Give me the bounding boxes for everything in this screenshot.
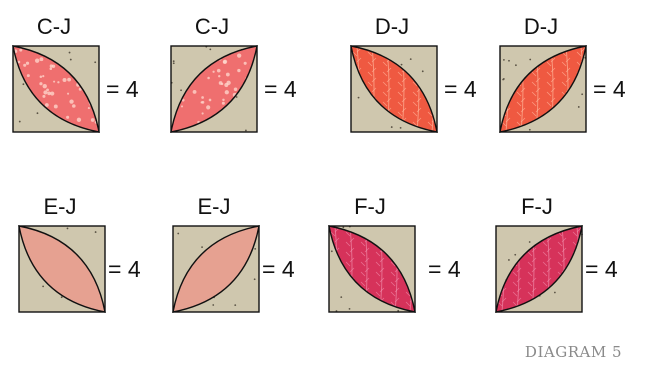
block-label: C-J xyxy=(36,14,72,39)
block-e-j-2: E-J = 4 xyxy=(170,194,320,314)
leaf-shape xyxy=(171,46,257,132)
leaf-shape xyxy=(351,46,437,132)
quilt-block-svg xyxy=(172,225,260,313)
quilt-block-svg xyxy=(18,225,106,313)
block-label: D-J xyxy=(523,14,559,39)
block-f-j-2: F-J = 4 xyxy=(493,194,643,314)
tile-outline xyxy=(328,225,416,313)
quantity-label: = 4 xyxy=(428,256,461,282)
quilt-block-tile xyxy=(18,225,106,313)
block-c-j-2: C-J = 4 xyxy=(168,14,318,134)
quantity-label: = 4 xyxy=(585,256,618,282)
tile-outline xyxy=(350,45,438,133)
quilt-block-tile xyxy=(499,45,587,133)
block-c-j-1: C-J = 4 xyxy=(10,14,160,134)
diagram-caption: DIAGRAM 5 xyxy=(524,343,622,361)
block-f-j-1: F-J = 4 xyxy=(326,194,476,314)
quilt-block-tile xyxy=(170,45,258,133)
quilt-block-tile xyxy=(495,225,583,313)
quilt-block-svg xyxy=(495,225,583,313)
block-d-j-2: D-J = 4 xyxy=(497,14,646,134)
quantity-label: = 4 xyxy=(262,256,295,282)
quilt-block-tile xyxy=(172,225,260,313)
quilt-block-svg xyxy=(499,45,587,133)
quantity-label: = 4 xyxy=(593,76,626,102)
leaf-shape xyxy=(173,226,259,312)
quilt-block-tile xyxy=(350,45,438,133)
leaf-shape xyxy=(19,226,105,312)
tile-outline xyxy=(172,225,260,313)
leaf-shape xyxy=(496,226,582,312)
block-label: D-J xyxy=(374,14,410,39)
block-d-j-1: D-J = 4 xyxy=(348,14,498,134)
quantity-label: = 4 xyxy=(106,76,139,102)
quantity-label: = 4 xyxy=(108,256,141,282)
quilt-block-svg xyxy=(350,45,438,133)
quilt-block-tile xyxy=(328,225,416,313)
block-label: F-J xyxy=(521,194,553,219)
tile-outline xyxy=(12,45,100,133)
tile-outline xyxy=(499,45,587,133)
leaf-shape xyxy=(329,226,415,312)
leaf-shape xyxy=(500,46,586,132)
quilt-block-svg xyxy=(170,45,258,133)
tile-outline xyxy=(495,225,583,313)
quilt-block-svg xyxy=(328,225,416,313)
quilt-block-tile xyxy=(12,45,100,133)
block-label: E-J xyxy=(197,194,231,219)
block-label: C-J xyxy=(194,14,230,39)
block-label: E-J xyxy=(43,194,77,219)
tile-outline xyxy=(170,45,258,133)
quantity-label: = 4 xyxy=(264,76,297,102)
block-label: F-J xyxy=(354,194,386,219)
tile-outline xyxy=(18,225,106,313)
block-e-j-1: E-J = 4 xyxy=(16,194,166,314)
quilt-block-svg xyxy=(12,45,100,133)
quantity-label: = 4 xyxy=(444,76,477,102)
leaf-shape xyxy=(13,46,99,132)
